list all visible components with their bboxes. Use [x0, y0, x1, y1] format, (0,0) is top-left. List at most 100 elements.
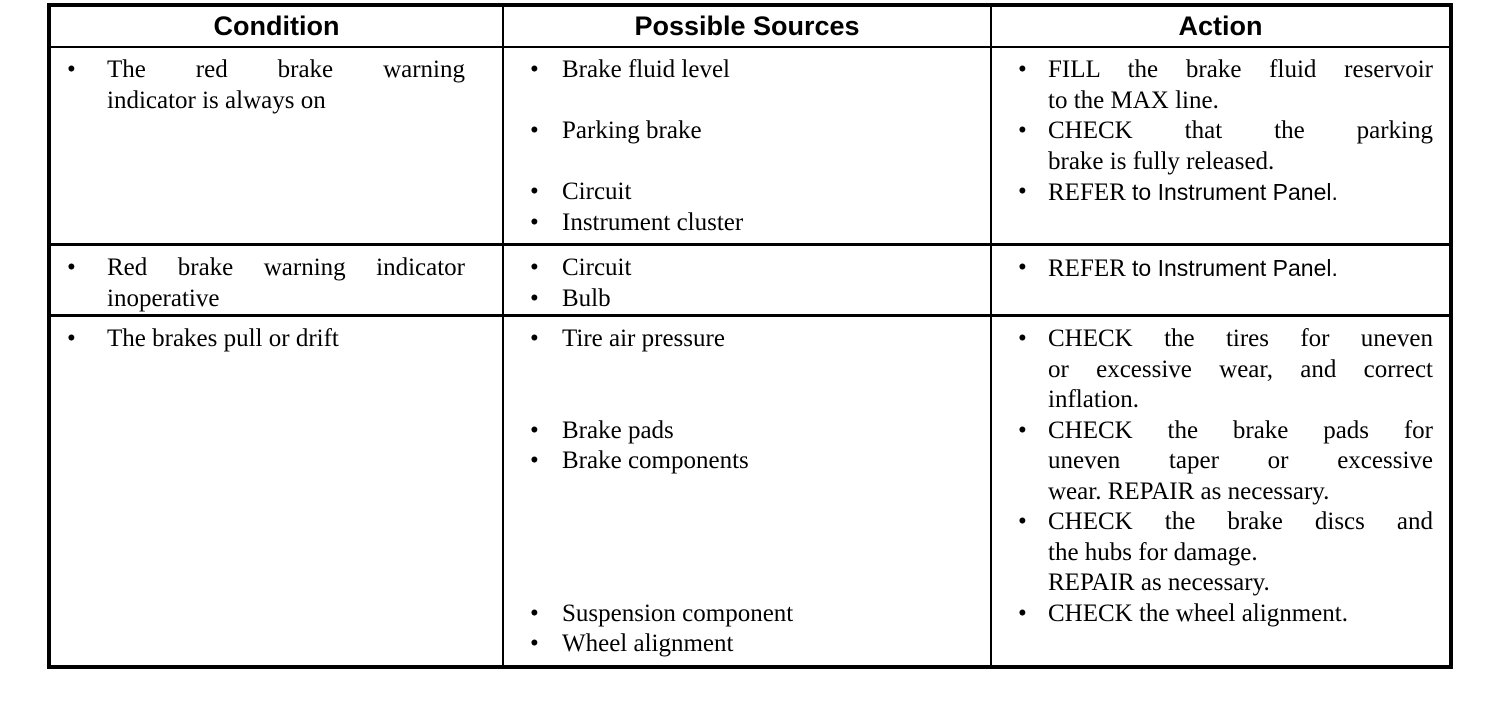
text-line: inflation.: [1048, 385, 1433, 416]
bullet-icon: •: [1018, 56, 1027, 83]
text-line: The red brake warning: [107, 55, 465, 86]
bullet-item: • Brake components: [530, 446, 980, 477]
text-line: Parking brake: [562, 116, 980, 147]
item-text: Circuit: [562, 253, 980, 284]
bullet-item: • Bulb: [530, 284, 980, 315]
text-line: CHECK the tires for uneven: [1048, 324, 1433, 355]
cell-sources: •Brake fluid level • Parking brake • Circuit…: [504, 48, 992, 246]
item-text: CHECK the wheel alignment.: [1048, 599, 1433, 630]
text-segment: The red brake warning: [107, 56, 465, 83]
item-text: Tire air pressure: [562, 324, 980, 355]
text-line: Brake components: [562, 446, 980, 477]
text-line: CHECK the brake pads for: [1048, 416, 1433, 447]
cell-actions: • REFER to Instrument Panel.: [992, 246, 1449, 317]
cell-actions: • FILL the brake fluid reservoir to the MA…: [992, 48, 1449, 246]
bullet-icon: •: [530, 208, 539, 236]
text-line: indicator is always on: [107, 86, 465, 117]
text-segment: Red brake warning indicator: [107, 254, 465, 281]
bullet-item: •Tire air pressure: [530, 324, 980, 355]
bullet-item: • The brakes pull or drift: [67, 324, 465, 355]
diagnosis-table: Condition Possible Sources Action • The r…: [47, 3, 1453, 669]
text-segment: brake is fully released.: [1048, 147, 1275, 175]
bullet-item: •CHECK the wheel alignment.: [1018, 599, 1433, 630]
bullet-item: • FILL the brake fluid reservoir to the MA…: [1018, 55, 1433, 116]
text-line: Circuit: [562, 253, 980, 284]
text-line: CHECK the wheel alignment.: [1048, 599, 1433, 630]
text-segment: CHECK that the parking: [1048, 117, 1433, 144]
bullet-icon: •: [530, 599, 539, 627]
bullet-icon: •: [1018, 117, 1027, 144]
text-line: or excessive wear, and correct: [1048, 355, 1433, 386]
bullet-item: • Circuit: [530, 177, 980, 208]
text-segment: CHECK the wheel alignment.: [1048, 599, 1348, 627]
text-line: REFER to Instrument Panel.: [1048, 253, 1433, 285]
bullet-icon: •: [530, 284, 539, 312]
item-text: CHECK the brake discs and the hubs for da…: [1048, 507, 1433, 599]
text-segment: Brake components: [562, 447, 749, 474]
cell-sources: • Circuit • Bulb: [504, 246, 992, 317]
item-text: Bulb: [562, 284, 980, 315]
text-line: Tire air pressure: [562, 324, 980, 355]
header-row: Condition Possible Sources Action: [51, 7, 1449, 48]
text-segment: Circuit: [562, 254, 632, 281]
text-line: to the MAX line.: [1048, 86, 1433, 117]
bullet-icon: •: [1018, 254, 1027, 281]
text-line: uneven taper or excessive: [1048, 446, 1433, 477]
cell-condition: • The brakes pull or drift: [51, 317, 504, 665]
text-line: Red brake warning indicator: [107, 253, 465, 284]
text-segment: the hubs for damage.: [1048, 538, 1258, 566]
bullet-icon: •: [530, 630, 539, 657]
item-text: Red brake warning indicator inoperative: [107, 253, 465, 314]
item-text: Brake pads: [562, 416, 980, 447]
bullet-item: • REFER to Instrument Panel.: [1018, 253, 1433, 285]
text-line: REFER to Instrument Panel.: [1048, 177, 1433, 209]
item-text: Instrument cluster: [562, 208, 980, 239]
text-segment: FILL the brake fluid reservoir: [1048, 56, 1433, 83]
text-segment: Tire air pressure: [562, 325, 725, 352]
text-line: Suspension component: [562, 599, 980, 630]
item-text: REFER to Instrument Panel.: [1048, 253, 1433, 285]
bullet-icon: •: [67, 325, 76, 352]
bullet-item: •Brake fluid level: [530, 55, 980, 86]
bullet-item: • Suspension component: [530, 599, 980, 630]
text-line: Circuit: [562, 177, 980, 208]
text-line: Bulb: [562, 284, 980, 315]
text-segment: The brakes pull or drift: [107, 325, 339, 352]
text-segment: Instrument cluster: [562, 208, 744, 236]
text-line: CHECK the brake discs and: [1048, 507, 1433, 538]
bullet-icon: •: [530, 447, 539, 474]
cell-condition: • Red brake warning indicator inoperative: [51, 246, 504, 317]
bullet-item: • Red brake warning indicator inoperative: [67, 253, 465, 314]
text-segment: CHECK the tires for uneven: [1048, 325, 1433, 352]
item-text: REFER to Instrument Panel.: [1048, 177, 1433, 209]
bullet-icon: •: [67, 254, 76, 281]
cell-sources: •Tire air pressure•Brake pads•Brake comp…: [504, 317, 992, 665]
text-segment: Circuit: [562, 178, 632, 205]
text-segment: or excessive wear, and correct: [1048, 355, 1433, 383]
text-segment: REFER: [1048, 255, 1133, 282]
item-text: CHECK the tires for uneven or excessive w…: [1048, 324, 1433, 416]
column-header-condition: Condition: [51, 7, 504, 48]
table-row: • The red brake warning indicator is alway…: [51, 48, 1449, 246]
item-text: The brakes pull or drift: [107, 324, 465, 355]
text-segment: Bulb: [562, 284, 611, 312]
text-line: The brakes pull or drift: [107, 324, 465, 355]
text-segment: uneven taper or excessive: [1048, 447, 1433, 474]
text-line: inoperative: [107, 284, 465, 315]
item-text: Parking brake: [562, 116, 980, 147]
text-segment: CHECK the brake discs and: [1048, 508, 1433, 535]
text-segment: REPAIR as necessary.: [1048, 569, 1270, 596]
item-text: Wheel alignment: [562, 629, 980, 660]
bullet-item: • Instrument cluster: [530, 208, 980, 239]
bullet-icon: •: [1018, 178, 1027, 205]
text-segment: Brake pads: [562, 416, 674, 444]
text-line: Brake pads: [562, 416, 980, 447]
bullet-icon: •: [530, 178, 539, 205]
text-segment: to Instrument Panel.: [1132, 179, 1338, 205]
